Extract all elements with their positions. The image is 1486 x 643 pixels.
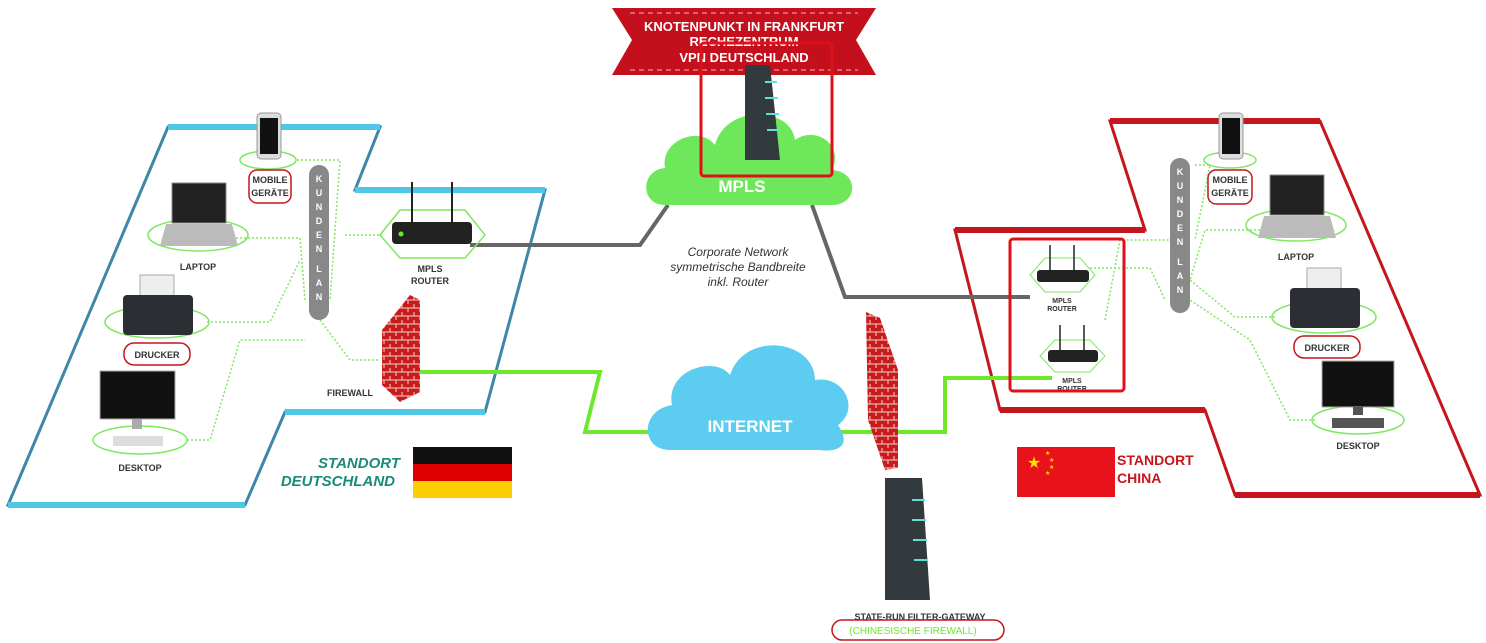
china-site-line1: STANDORT (1117, 452, 1194, 468)
chinese-firewall-icon (866, 312, 898, 470)
china-router-1-label-2: ROUTER (1047, 306, 1077, 313)
china-router-2-label-1: MPLS (1062, 378, 1082, 385)
germany-printer-label: DRUCKER (135, 350, 181, 360)
corporate-line1: Corporate Network (688, 245, 790, 259)
germany-lan-links (187, 159, 380, 441)
china-laptop: LAPTOP (1245, 174, 1347, 262)
internet-link-germany (410, 370, 665, 434)
lan-letter: U (316, 188, 323, 198)
lan-letter: N (1177, 237, 1184, 247)
china-router-1: MPLS ROUTER (1029, 245, 1096, 313)
germany-printer: DRUCKER (104, 274, 210, 366)
germany-flag-icon (413, 447, 512, 498)
frankfurt-server-icon (745, 65, 780, 160)
germany-site-line1: STANDORT (318, 455, 402, 472)
banner-line3: VPN DEUTSCHLAND (679, 50, 808, 65)
china-site-label: STANDORT CHINA (1117, 452, 1194, 486)
corporate-line2: symmetrische Bandbreite (670, 260, 806, 274)
svg-text:★: ★ (1049, 457, 1054, 464)
lan-letter: K (316, 174, 323, 184)
germany-laptop-label: LAPTOP (180, 262, 216, 272)
china-desktop-label: DESKTOP (1336, 441, 1379, 451)
germany-site-line2: DEUTSCHLAND (281, 473, 395, 490)
china-router-highlight-box (1008, 237, 1126, 393)
china-laptop-label: LAPTOP (1278, 252, 1314, 262)
germany-laptop: LAPTOP (147, 182, 249, 272)
china-printer-label: DRUCKER (1305, 343, 1351, 353)
gateway-label-2: (CHINESISCHE FIREWALL) (849, 626, 976, 637)
germany-router-label-1: MPLS (417, 264, 442, 274)
mpls-label: MPLS (718, 177, 765, 196)
lan-letter: A (1177, 271, 1184, 281)
germany-firewall-icon: FIREWALL (327, 295, 420, 402)
lan-letter: A (316, 278, 323, 288)
germany-mobile-label-2: GERÄTE (251, 188, 289, 198)
lan-letter: L (316, 264, 322, 274)
germany-desktop: DESKTOP (92, 370, 188, 473)
lan-letter: N (316, 292, 323, 302)
frankfurt-highlight-box (699, 41, 834, 178)
china-printer: DRUCKER (1271, 267, 1377, 359)
germany-mobile: MOBILE GERÄTE (239, 112, 297, 204)
svg-text:★: ★ (1045, 470, 1050, 477)
mpls-link-germany (470, 203, 670, 247)
banner-line1: KNOTENPUNKT IN FRANKFURT (644, 19, 844, 34)
germany-desktop-label: DESKTOP (118, 463, 161, 473)
filter-gateway-server-icon: STATE-RUN FILTER-GATEWAY (CHINESISCHE FI… (831, 478, 1005, 641)
lan-letter: D (316, 216, 323, 226)
china-flag-icon: ★ ★★★★ (1017, 447, 1115, 497)
germany-router-label-2: ROUTER (411, 276, 450, 286)
germany-firewall-label: FIREWALL (327, 388, 373, 398)
lan-letter: D (1177, 209, 1184, 219)
lan-letter: K (1177, 167, 1184, 177)
lan-letter: E (316, 230, 322, 240)
lan-letter: N (1177, 285, 1184, 295)
internet-label: INTERNET (708, 417, 794, 436)
lan-letter: U (1177, 181, 1184, 191)
svg-text:★: ★ (1049, 464, 1054, 471)
mpls-link-china (810, 204, 1030, 299)
gateway-label-1: STATE-RUN FILTER-GATEWAY (855, 612, 986, 622)
lan-letter: L (1177, 257, 1183, 267)
svg-text:★: ★ (1045, 450, 1050, 457)
svg-text:★: ★ (1027, 455, 1041, 472)
frankfurt-banner: KNOTENPUNKT IN FRANKFURT RECHEZENTRUM VP… (612, 8, 876, 75)
germany-mobile-label-1: MOBILE (253, 175, 288, 185)
lan-letter: N (316, 244, 323, 254)
china-desktop: DESKTOP (1311, 360, 1405, 451)
corporate-line3: inkl. Router (708, 275, 770, 289)
internet-cloud: INTERNET (647, 345, 849, 451)
germany-site-label: STANDORT DEUTSCHLAND (281, 455, 402, 490)
lan-letter: N (316, 202, 323, 212)
china-mobile: MOBILE GERÄTE (1203, 112, 1257, 205)
china-router-1-label-1: MPLS (1052, 298, 1072, 305)
lan-letter: E (1177, 223, 1183, 233)
china-site-line2: CHINA (1117, 470, 1161, 486)
lan-letter: N (1177, 195, 1184, 205)
china-mobile-label-2: GERÄTE (1211, 188, 1249, 198)
germany-router: MPLS ROUTER (379, 182, 486, 286)
china-mobile-label-1: MOBILE (1213, 175, 1248, 185)
